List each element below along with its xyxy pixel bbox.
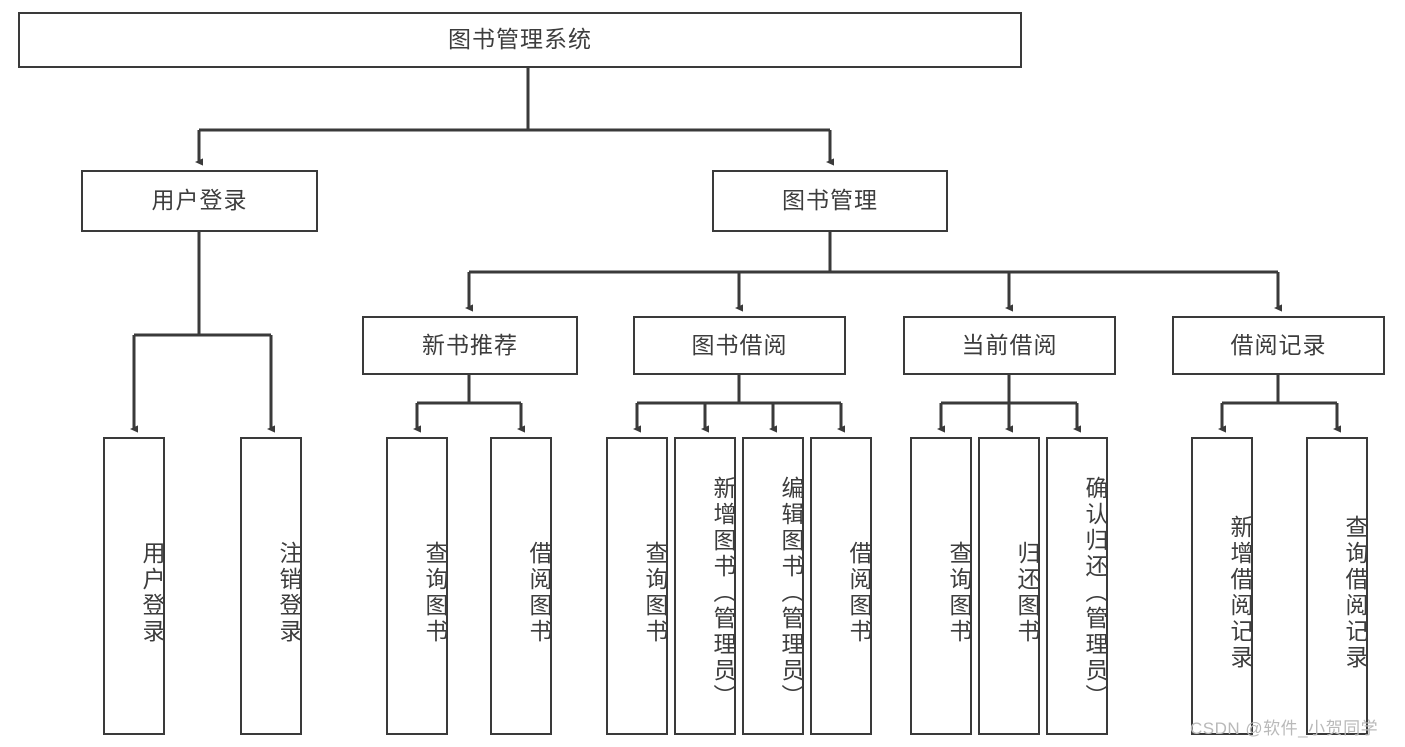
node-root-label: 图书管理系统 [448, 26, 592, 53]
leaf-return-book[interactable]: 归还图书 [978, 437, 1040, 735]
leaf-query-book-2[interactable]: 查询图书 [606, 437, 668, 735]
leaf-query-book-2-label: 查询图书 [642, 541, 668, 645]
leaf-query-book-3[interactable]: 查询图书 [910, 437, 972, 735]
leaf-borrow-book-2-label: 借阅图书 [846, 541, 872, 645]
leaf-return-book-label: 归还图书 [1014, 541, 1040, 645]
node-book-borrow-label: 图书借阅 [691, 331, 788, 358]
leaf-add-record[interactable]: 新增借阅记录 [1191, 437, 1253, 735]
leaf-user-logout[interactable]: 注销登录 [240, 437, 302, 735]
leaf-query-record-label: 查询借阅记录 [1342, 515, 1368, 671]
leaf-borrow-book-2[interactable]: 借阅图书 [810, 437, 872, 735]
leaf-edit-book[interactable]: 编辑图书（管理员） [742, 437, 804, 735]
leaf-user-login[interactable]: 用户登录 [103, 437, 165, 735]
csdn-watermark: CSDN @软件_小贺同学 [1190, 719, 1379, 738]
node-current-borrow-label: 当前借阅 [961, 331, 1058, 358]
leaf-borrow-book-1[interactable]: 借阅图书 [490, 437, 552, 735]
leaf-borrow-book-1-label: 借阅图书 [526, 541, 552, 645]
leaf-add-book[interactable]: 新增图书（管理员） [674, 437, 736, 735]
node-new-book-recommend-label: 新书推荐 [422, 331, 518, 358]
leaf-confirm-return[interactable]: 确认归还（管理员） [1046, 437, 1108, 735]
node-borrow-record-label: 借阅记录 [1230, 331, 1327, 358]
leaf-user-login-label: 用户登录 [139, 541, 165, 645]
node-book-manage-label: 图书管理 [782, 187, 878, 214]
leaf-query-book-3-label: 查询图书 [946, 541, 972, 645]
node-user-login[interactable]: 用户登录 [81, 170, 318, 232]
node-book-manage[interactable]: 图书管理 [712, 170, 948, 232]
node-borrow-record[interactable]: 借阅记录 [1172, 316, 1385, 375]
node-new-book-recommend[interactable]: 新书推荐 [362, 316, 578, 375]
node-book-borrow[interactable]: 图书借阅 [633, 316, 846, 375]
node-root[interactable]: 图书管理系统 [18, 12, 1022, 68]
leaf-edit-book-label: 编辑图书（管理员） [778, 476, 804, 710]
leaf-query-book-1[interactable]: 查询图书 [386, 437, 448, 735]
leaf-confirm-return-label: 确认归还（管理员） [1082, 476, 1108, 710]
leaf-user-logout-label: 注销登录 [276, 541, 302, 645]
node-current-borrow[interactable]: 当前借阅 [903, 316, 1116, 375]
leaf-query-record[interactable]: 查询借阅记录 [1306, 437, 1368, 735]
leaf-query-book-1-label: 查询图书 [422, 541, 448, 645]
node-user-login-label: 用户登录 [151, 187, 248, 214]
leaf-add-record-label: 新增借阅记录 [1227, 515, 1253, 671]
leaf-add-book-label: 新增图书（管理员） [710, 476, 736, 710]
